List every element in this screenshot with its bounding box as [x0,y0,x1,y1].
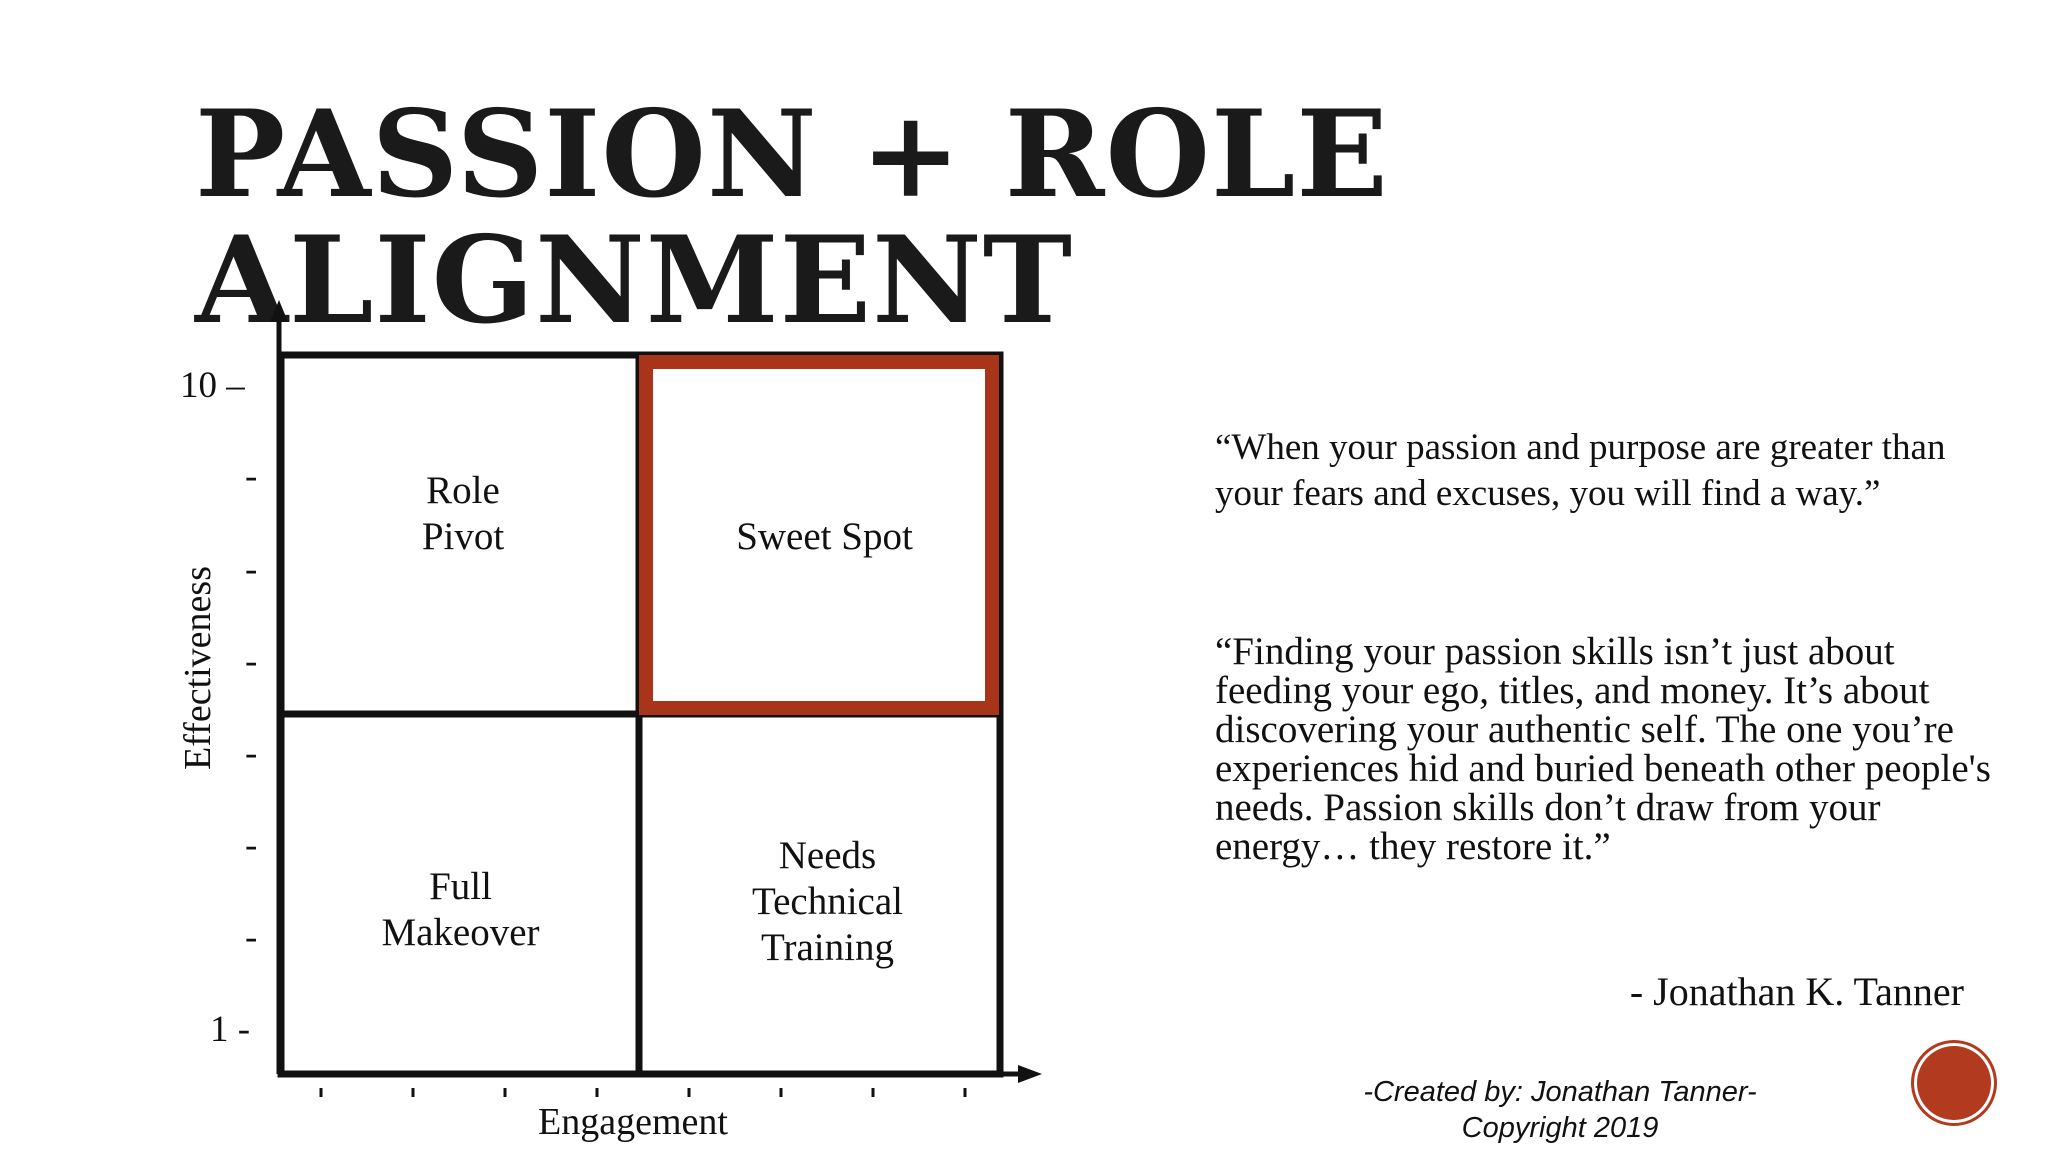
quote-passion-skills: “Finding your passion skills isn’t just … [1215,630,1991,868]
quote-passion-purpose: “When your passion and purpose are great… [1215,427,1946,514]
quadrant-label-line: Pivot [421,515,505,558]
y-tick-label-top: 10 – [180,365,245,406]
x-axis-label: Engagement [538,1101,728,1143]
quadrant-sweet-spot: Sweet Spot [652,514,997,560]
quadrant-label-line: Makeover [381,911,540,954]
copyright-notice: Copyright 2019 [1461,1112,1659,1144]
quadrant-label-line: Training [761,926,894,969]
quadrant-label-line: Technical [751,880,903,923]
x-axis-ticks [319,1088,967,1097]
quadrant-needs-technical-training: Needs Technical Training [655,833,1000,971]
y-axis-arrowhead [270,300,288,322]
y-tick-mark-3: - [245,641,258,682]
created-by-credit: -Created by: Jonathan Tanner- [1363,1076,1757,1108]
y-tick-mark-5: - [245,825,258,866]
y-tick-mark-1: - [245,456,258,497]
quadrant-label-line: Needs [778,834,877,877]
y-tick-label-bottom: 1 - [210,1009,251,1050]
quadrant-label-line: Role [426,469,500,512]
x-axis-arrowhead [1018,1065,1042,1083]
quadrant-full-makeover: Full Makeover [288,864,633,956]
y-axis-label: Effectiveness [177,566,219,770]
quadrant-label-line: Full [429,865,492,908]
sweet-spot-highlight [639,355,999,715]
slide-badge-icon [1917,1046,1991,1120]
quote-attribution: - Jonathan K. Tanner [1629,969,1964,1014]
title-line-2: ALIGNMENT [195,210,1074,351]
slide-title: PASSION + ROLE ALIGNMENT [195,92,1389,344]
y-tick-mark-2: - [245,549,258,590]
quadrant-label-line: Sweet Spot [736,515,913,558]
y-tick-mark-4: - [245,733,258,774]
quadrant-role-pivot: Role Pivot [288,468,638,560]
y-tick-mark-6: - [245,917,258,958]
title-line-1: PASSION + ROLE [195,84,1389,225]
